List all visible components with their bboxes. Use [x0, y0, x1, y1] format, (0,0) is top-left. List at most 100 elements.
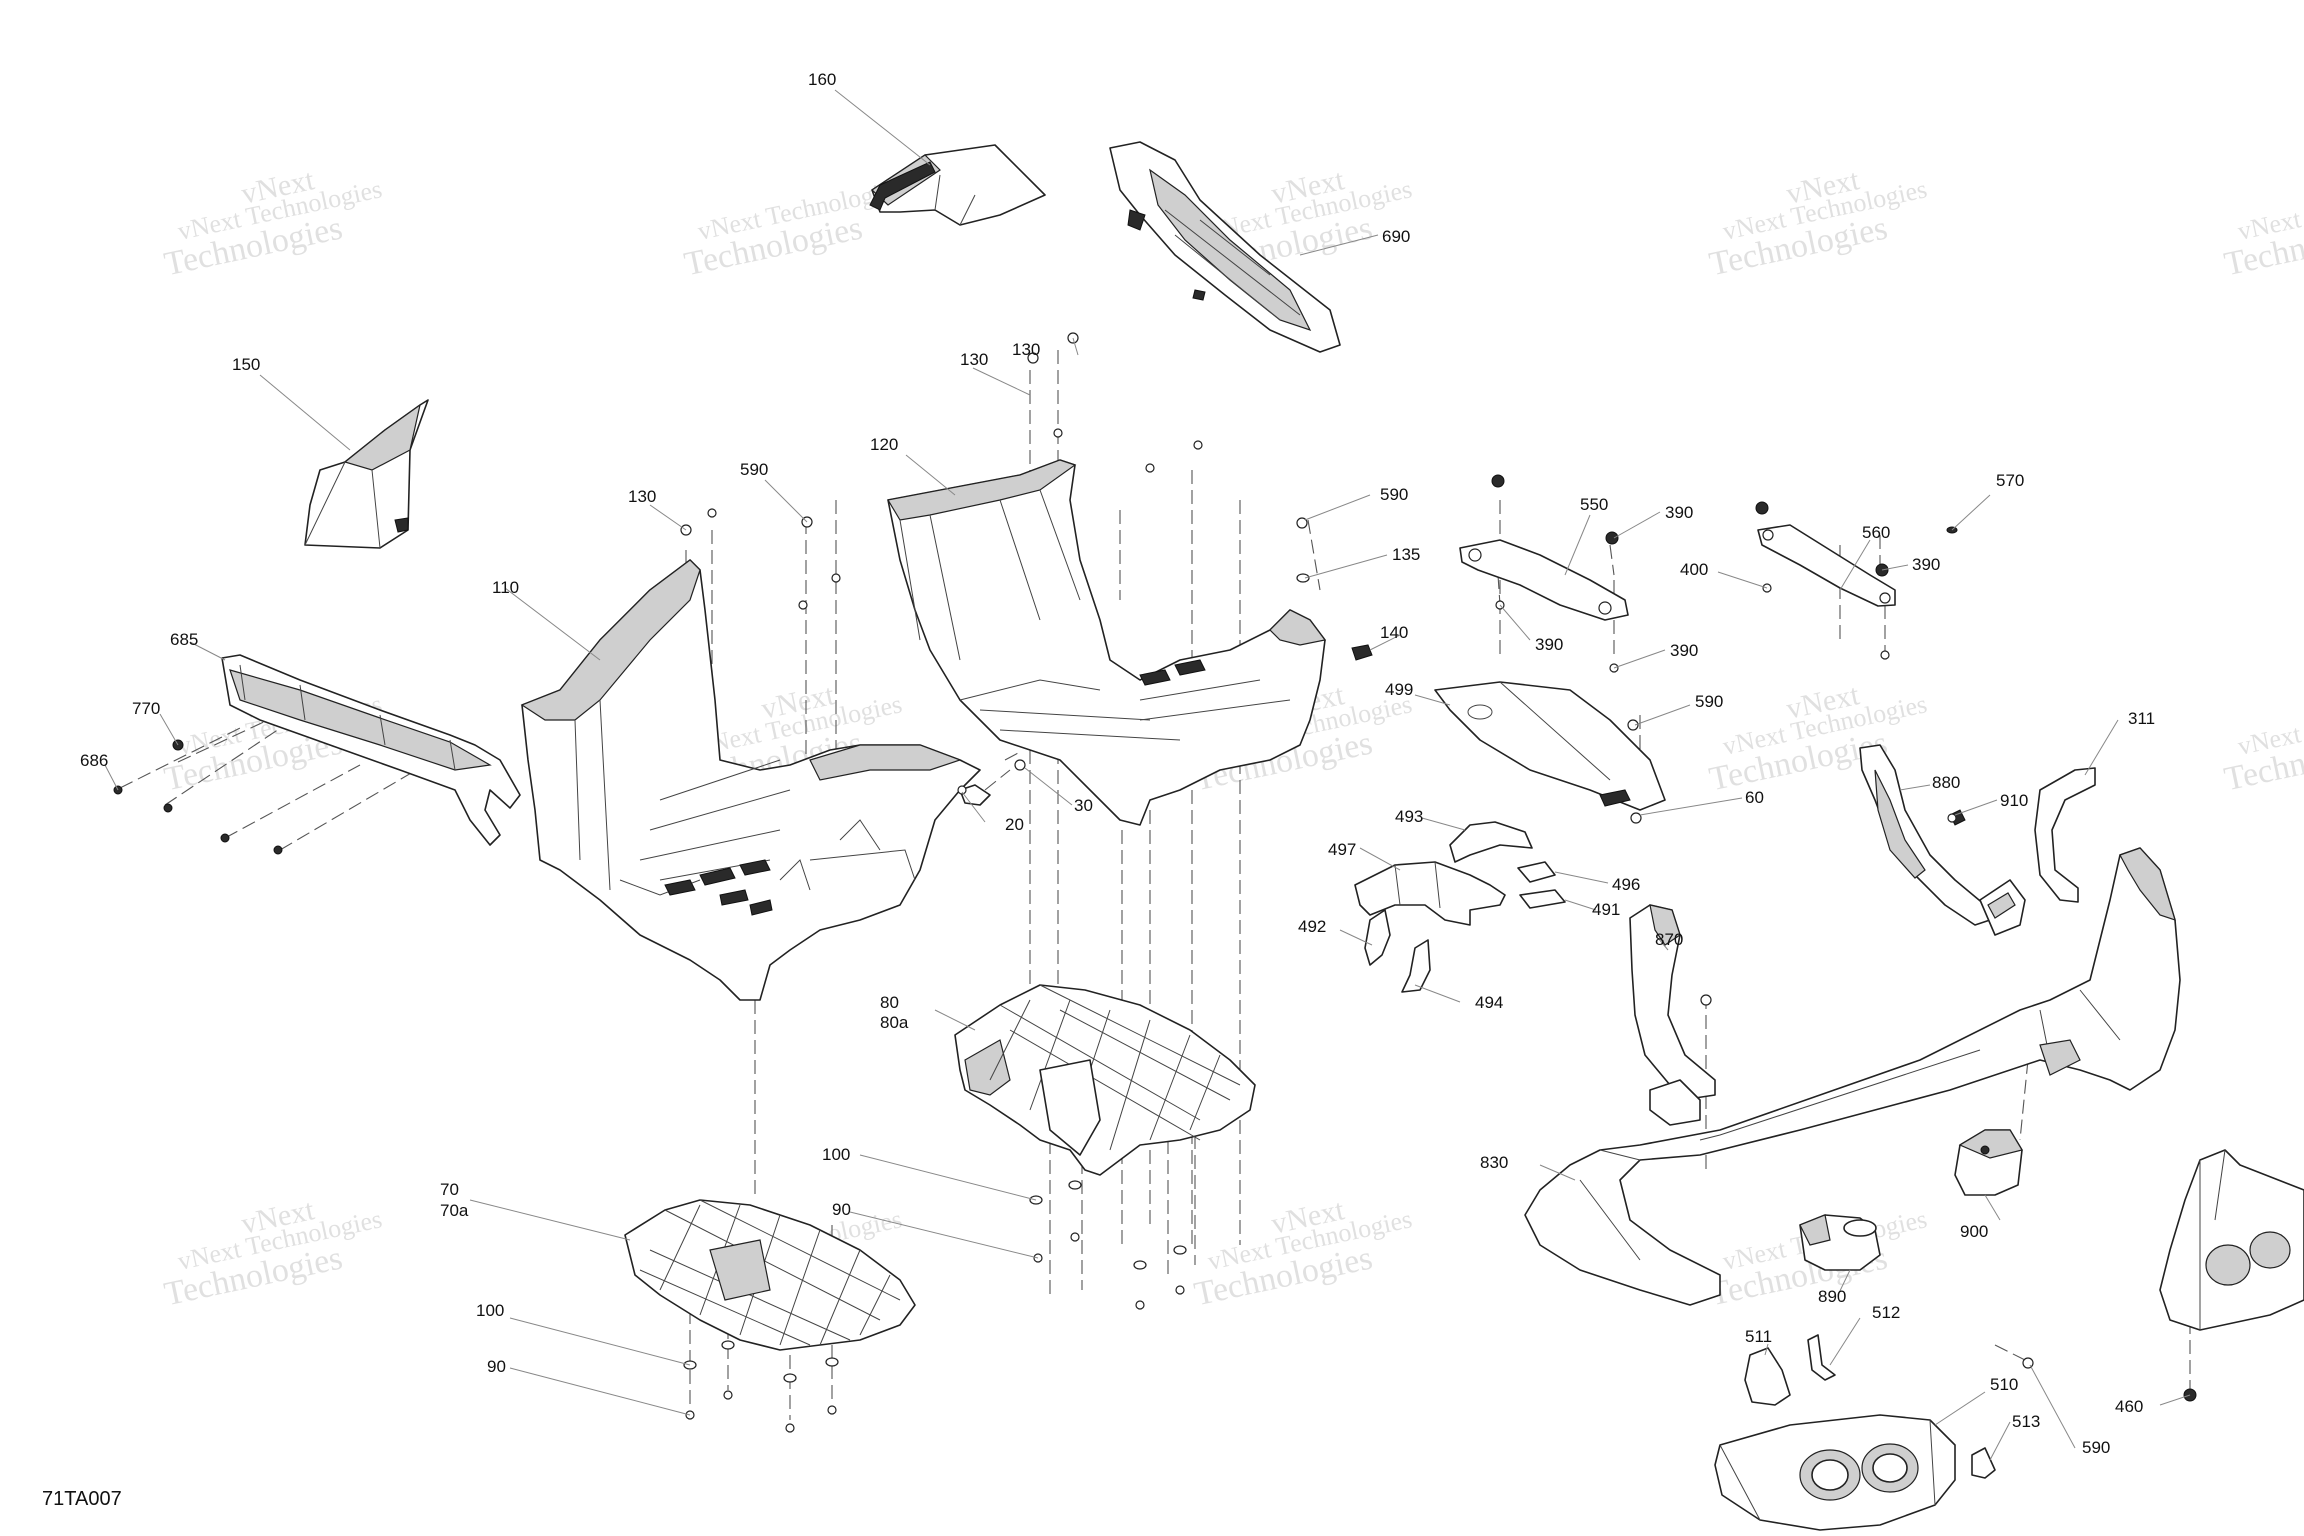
- part-560-bar: [1757, 524, 1896, 607]
- callout-494: 494: [1475, 993, 1503, 1012]
- callout-460: 460: [2115, 1397, 2143, 1416]
- part-492-bracket: [1364, 909, 1391, 966]
- washer: [783, 1373, 797, 1383]
- part-491-bracket: [1519, 889, 1566, 909]
- callout-390: 390: [1665, 503, 1693, 522]
- leader-lines: [104, 89, 2191, 1461]
- watermark: vNext Technologies Technologies: [2221, 689, 2304, 798]
- screw: [1193, 440, 1203, 450]
- part-830-bumper: [1524, 847, 2181, 1306]
- part-497-bracket: [1354, 861, 1506, 926]
- part-510-headlight: [1714, 1414, 1956, 1531]
- callout-590: 590: [740, 460, 768, 479]
- part-493-bracket: [1449, 821, 1533, 863]
- screw: [723, 1390, 733, 1400]
- screw: [785, 1423, 795, 1433]
- watermark: vNext Technologies vNext Technologies: [1706, 163, 1929, 283]
- callout-400: 400: [1680, 560, 1708, 579]
- part-880-bracket: [1859, 744, 1991, 926]
- screw: [707, 508, 717, 518]
- callout-685: 685: [170, 630, 198, 649]
- part-496-bracket: [1517, 861, 1556, 883]
- callout-880: 880: [1932, 773, 1960, 792]
- callout-510: 510: [1990, 1375, 2018, 1394]
- callout-590: 590: [2082, 1438, 2110, 1457]
- callout-150: 150: [232, 355, 260, 374]
- nut-390-a: [1605, 531, 1619, 545]
- screw-590-c: [1627, 719, 1639, 731]
- washer: [1133, 1260, 1147, 1270]
- callout-560: 560: [1862, 523, 1890, 542]
- watermark: vNext Technologies vNext Technologies: [161, 1193, 384, 1313]
- callout-910: 910: [2000, 791, 2028, 810]
- part-870-bracket: [1629, 904, 1716, 1099]
- part-311-bracket: [2034, 767, 2096, 903]
- callout-590: 590: [1695, 692, 1723, 711]
- part-900-cap: [1954, 1129, 2023, 1196]
- callout-491: 491: [1592, 900, 1620, 919]
- callout-550: 550: [1580, 495, 1608, 514]
- part-499-plate: [1434, 681, 1666, 811]
- screw: [1145, 463, 1155, 473]
- callout-390: 390: [1535, 635, 1563, 654]
- callout-570: 570: [1996, 471, 2024, 490]
- callout-390: 390: [1670, 641, 1698, 660]
- screw: [798, 600, 808, 610]
- callout-160: 160: [808, 70, 836, 89]
- screw: [163, 803, 173, 813]
- part-690-side-panel: [1109, 141, 1341, 353]
- callout-513: 513: [2012, 1412, 2040, 1431]
- screw: [1175, 1285, 1185, 1295]
- part-150-panel: [304, 399, 429, 549]
- part-110-left-footwell: [520, 559, 981, 1001]
- callout-110: 110: [492, 578, 519, 597]
- washer-135: [1296, 573, 1310, 583]
- part-511-bracket: [1744, 1347, 1791, 1406]
- diagram-code: 71TA007: [42, 1488, 122, 1510]
- callout-130: 130: [1012, 340, 1040, 359]
- callout-830: 830: [1480, 1153, 1508, 1172]
- watermark: vNext Technologies Technologies: [2221, 174, 2304, 283]
- callout-100: 100: [476, 1301, 504, 1320]
- callout-870: 870: [1655, 930, 1683, 949]
- washer-60: [1630, 812, 1642, 824]
- screw-30: [1014, 759, 1026, 771]
- callout-120: 120: [870, 435, 898, 454]
- screw-20: [957, 785, 967, 795]
- callout-890: 890: [1818, 1287, 1846, 1306]
- screw: [831, 573, 841, 583]
- part-512-bracket: [1807, 1334, 1836, 1381]
- callout-499: 499: [1385, 680, 1413, 699]
- washer: [825, 1357, 839, 1367]
- part-513-bracket: [1971, 1447, 1996, 1479]
- callout-900: 900: [1960, 1222, 1988, 1241]
- callout-511: 511: [1745, 1327, 1772, 1346]
- callout-686: 686: [80, 751, 108, 770]
- screw: [273, 845, 283, 855]
- nut-550-top: [1491, 474, 1505, 488]
- screw-910: [1947, 813, 1957, 823]
- callout-20: 20: [1005, 815, 1024, 834]
- screw: [1070, 1232, 1080, 1242]
- part-80-footrest: [954, 984, 1256, 1176]
- pin: [1700, 994, 1712, 1006]
- screw-590-b: [1296, 517, 1308, 529]
- callout-512: 512: [1872, 1303, 1900, 1322]
- watermark: vNext Technologies vNext Technologies: [161, 163, 384, 283]
- callout-135: 135: [1392, 545, 1420, 564]
- callout-140: 140: [1380, 623, 1408, 642]
- screw-590-d: [2022, 1357, 2034, 1369]
- washer: [721, 1340, 735, 1350]
- callout-770: 770: [132, 699, 160, 718]
- callout-80a: 80a: [880, 1013, 909, 1032]
- callout-496: 496: [1612, 875, 1640, 894]
- screw-130-b: [1027, 352, 1039, 364]
- watermark: vNext Technologies vNext Technologies: [1191, 1193, 1414, 1313]
- callout-60: 60: [1745, 788, 1764, 807]
- part-685-fender: [221, 654, 521, 846]
- screw: [220, 833, 230, 843]
- callout-493: 493: [1395, 807, 1423, 826]
- callout-497: 497: [1328, 840, 1356, 859]
- callout-labels: 160 690 150 130 130 120 130 590 590 135 …: [80, 70, 2155, 1457]
